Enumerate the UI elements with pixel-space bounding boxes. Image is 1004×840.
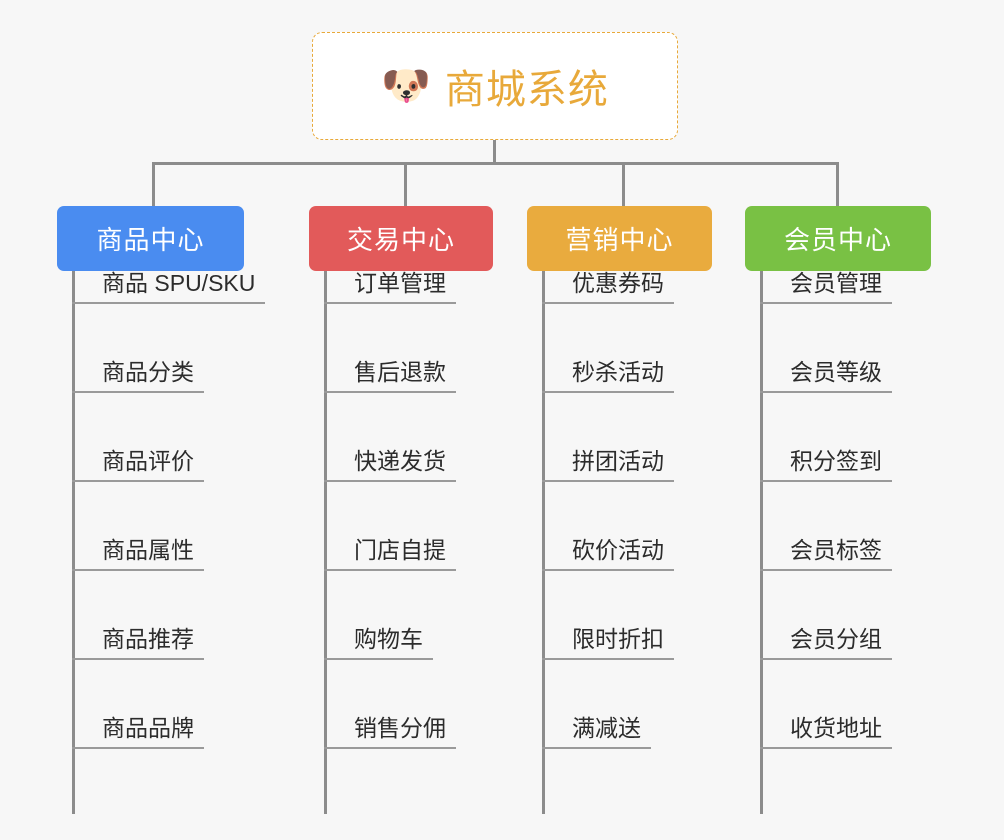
- leaf-item-label: 购物车: [324, 626, 433, 660]
- column-spine-trade-center: [324, 271, 327, 814]
- category-node-product-center[interactable]: 商品中心: [57, 206, 244, 271]
- leaf-item-label: 会员标签: [760, 537, 892, 571]
- leaf-item[interactable]: 销售分佣: [324, 660, 456, 749]
- leaf-item-label: 商品分类: [72, 359, 204, 393]
- leaf-item[interactable]: 拼团活动: [542, 393, 674, 482]
- leaf-item[interactable]: 收货地址: [760, 660, 892, 749]
- leaf-item-label: 门店自提: [324, 537, 456, 571]
- leaf-item[interactable]: 会员分组: [760, 571, 892, 660]
- leaf-item[interactable]: 商品属性: [72, 482, 204, 571]
- root-title: 商城系统: [444, 68, 609, 112]
- leaf-item[interactable]: 快递发货: [324, 393, 456, 482]
- leaf-item[interactable]: 砍价活动: [542, 482, 674, 571]
- leaf-item[interactable]: 商品评价: [72, 393, 204, 482]
- leaf-item-label: 快递发货: [324, 448, 456, 482]
- leaf-item[interactable]: 商品 SPU/SKU: [72, 215, 266, 304]
- leaf-item[interactable]: 购物车: [324, 571, 433, 660]
- leaf-item-label: 会员管理: [760, 270, 892, 304]
- connector-drop-marketing-center: [622, 162, 625, 208]
- leaf-item-label: 订单管理: [324, 270, 456, 304]
- column-spine-member-center: [760, 271, 763, 814]
- leaf-item[interactable]: 商品品牌: [72, 660, 204, 749]
- connector-root-stem: [493, 140, 496, 164]
- connector-drop-member-center: [836, 162, 839, 208]
- category-label: 营销中心: [565, 225, 674, 255]
- leaf-item[interactable]: 限时折扣: [542, 571, 674, 660]
- leaf-item-label: 销售分佣: [324, 715, 456, 749]
- leaf-item-label: 拼团活动: [542, 448, 674, 482]
- leaf-item-label: 商品属性: [72, 537, 204, 571]
- connector-drop-trade-center: [404, 162, 407, 208]
- leaf-item[interactable]: 优惠券码: [542, 215, 674, 304]
- category-node-marketing-center[interactable]: 营销中心: [527, 206, 712, 271]
- leaf-item-label: 满减送: [542, 715, 651, 749]
- leaf-item-label: 秒杀活动: [542, 359, 674, 393]
- leaf-item-label: 商品推荐: [72, 626, 204, 660]
- leaf-item-label: 商品品牌: [72, 715, 204, 749]
- leaf-item-label: 限时折扣: [542, 626, 674, 660]
- leaf-item-label: 商品评价: [72, 448, 204, 482]
- category-node-trade-center[interactable]: 交易中心: [309, 206, 493, 271]
- leaf-item[interactable]: 商品分类: [72, 304, 204, 393]
- category-label: 会员中心: [783, 225, 892, 255]
- leaf-item-label: 收货地址: [760, 715, 892, 749]
- column-spine-product-center: [72, 271, 75, 814]
- leaf-item[interactable]: 秒杀活动: [542, 304, 674, 393]
- category-label: 交易中心: [346, 225, 455, 255]
- connector-horizontal-bus: [152, 162, 838, 165]
- leaf-item[interactable]: 会员等级: [760, 304, 892, 393]
- leaf-item-label: 会员等级: [760, 359, 892, 393]
- leaf-item-label: 商品 SPU/SKU: [72, 270, 266, 304]
- category-node-member-center[interactable]: 会员中心: [745, 206, 931, 271]
- column-spine-marketing-center: [542, 271, 545, 814]
- leaf-item-label: 砍价活动: [542, 537, 674, 571]
- leaf-item[interactable]: 订单管理: [324, 215, 456, 304]
- leaf-item-label: 优惠券码: [542, 270, 674, 304]
- root-node[interactable]: 🐶 商城系统: [312, 32, 678, 140]
- leaf-item-label: 会员分组: [760, 626, 892, 660]
- leaf-item[interactable]: 满减送: [542, 660, 651, 749]
- leaf-item-label: 售后退款: [324, 359, 456, 393]
- leaf-item[interactable]: 商品推荐: [72, 571, 204, 660]
- leaf-item[interactable]: 门店自提: [324, 482, 456, 571]
- leaf-item[interactable]: 会员管理: [760, 215, 892, 304]
- connector-drop-product-center: [152, 162, 155, 208]
- leaf-item[interactable]: 会员标签: [760, 482, 892, 571]
- leaf-item-label: 积分签到: [760, 448, 892, 482]
- dog-face-icon: 🐶: [381, 64, 431, 108]
- leaf-item[interactable]: 售后退款: [324, 304, 456, 393]
- leaf-item[interactable]: 积分签到: [760, 393, 892, 482]
- category-label: 商品中心: [96, 225, 205, 255]
